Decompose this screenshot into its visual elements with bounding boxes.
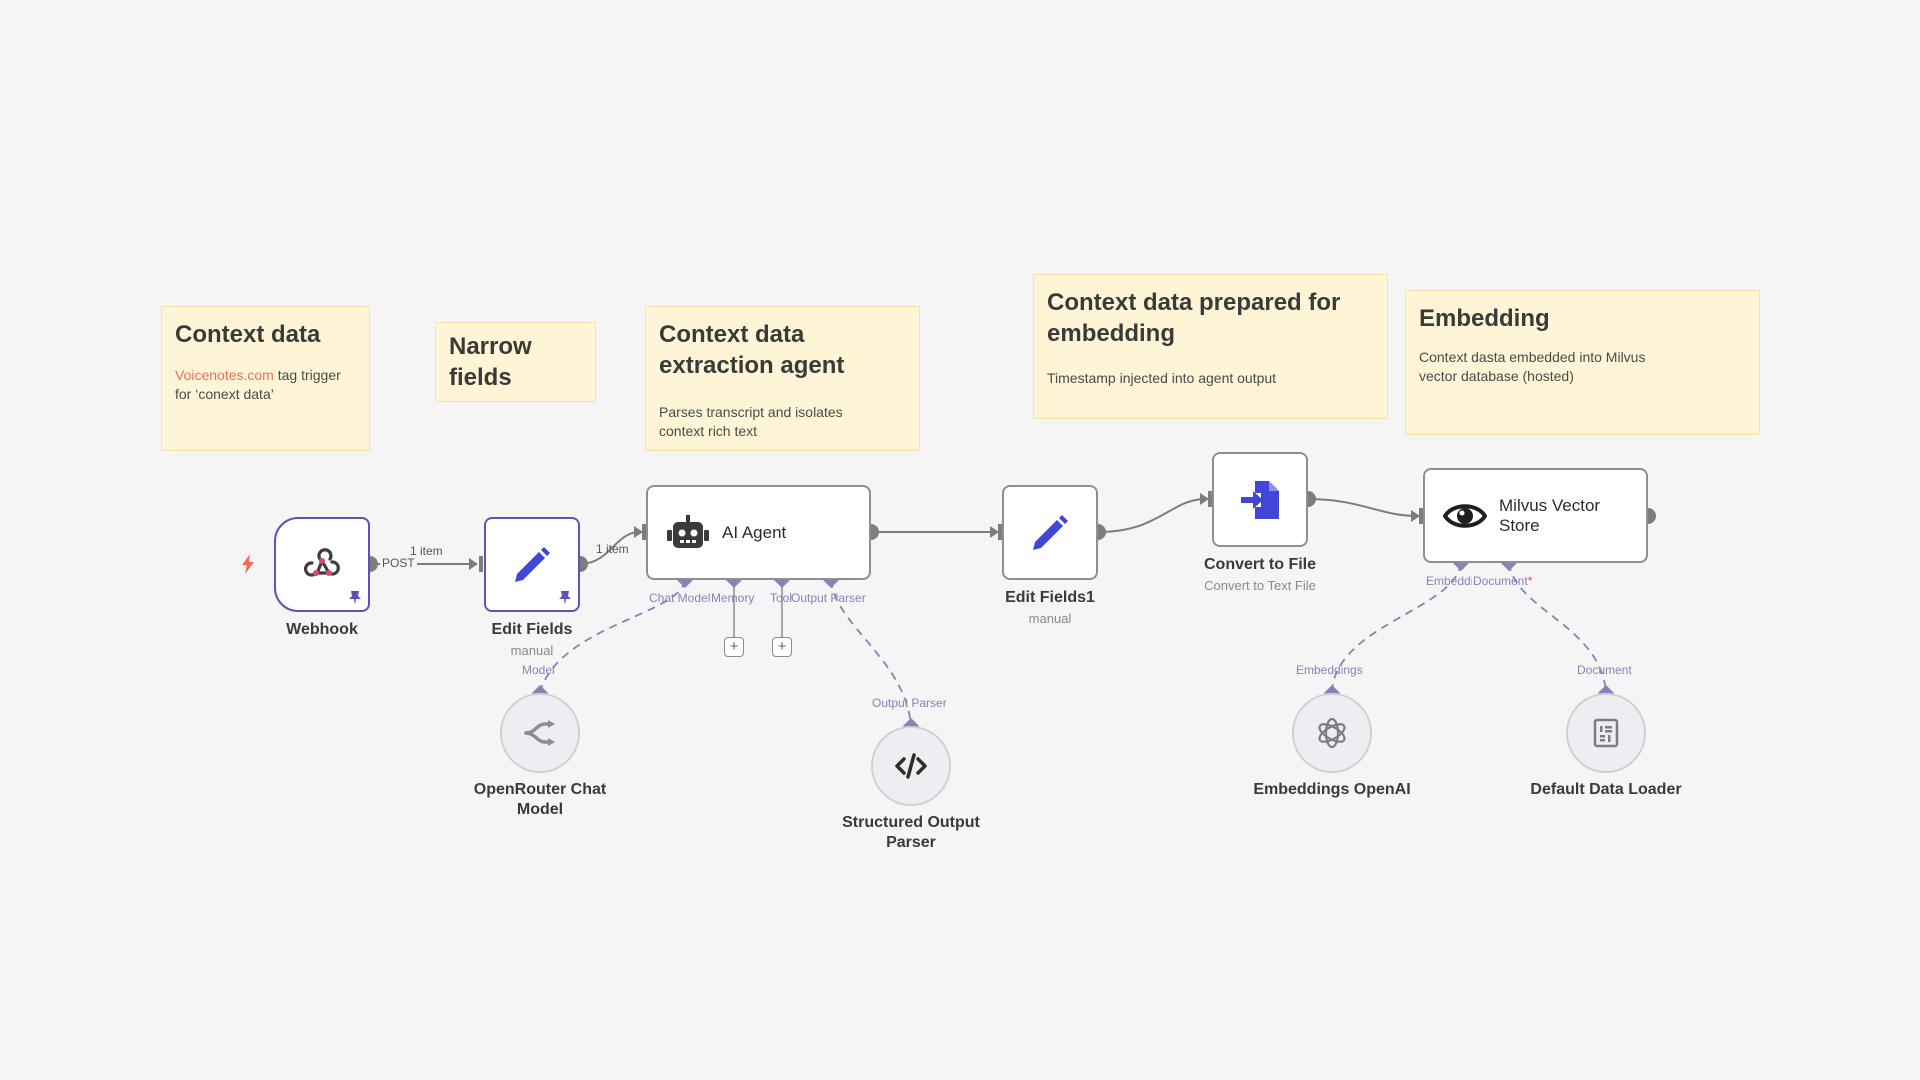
edge-embeddings-milvus xyxy=(1331,562,1462,693)
webhook-icon xyxy=(303,547,340,577)
milvus-title: Milvus Vector Store xyxy=(1499,495,1601,535)
edit-fields1-subtitle: manual xyxy=(1028,611,1072,626)
edit-fields1-node[interactable] xyxy=(1002,485,1098,580)
edge-parser-agent xyxy=(830,579,912,726)
edit-fields1-label: Edit Fields1 xyxy=(1005,589,1095,606)
embeddings-openai-label: Embeddings OpenAI xyxy=(1253,781,1411,798)
edge-item-count: 1 item xyxy=(410,544,443,558)
agent-tool-label: Tool xyxy=(770,591,793,605)
parser-input-label: Output Parser xyxy=(872,696,947,710)
pencil-icon xyxy=(515,546,550,582)
openrouter-icon xyxy=(524,720,555,746)
edge-editfields1-convert xyxy=(1097,498,1207,533)
voicenotes-link[interactable]: Voicenotes.com xyxy=(175,367,274,383)
default-data-loader-node[interactable] xyxy=(1566,693,1646,773)
embeddings-input-label: Embeddings xyxy=(1296,663,1363,677)
document-label-text: Document xyxy=(1473,574,1528,588)
pin-icon xyxy=(559,591,571,605)
document-input-label: Document xyxy=(1577,663,1632,677)
parser-label: Structured Output Parser xyxy=(842,814,980,851)
agent-chat-model-label: Chat Model xyxy=(649,591,711,605)
edge-editfields-agent xyxy=(579,531,641,565)
convert-to-file-label: Convert to File xyxy=(1203,556,1317,573)
openai-icon xyxy=(1318,717,1346,749)
add-memory-button[interactable]: + xyxy=(724,637,744,657)
embeddings-openai-node[interactable] xyxy=(1292,693,1372,773)
required-marker: * xyxy=(1527,574,1533,588)
edge-model-agent xyxy=(539,579,686,693)
convert-to-file-node[interactable] xyxy=(1212,452,1308,547)
openrouter-label: OpenRouter Chat Model xyxy=(473,781,607,818)
sticky-body: Parses transcript and isolates context r… xyxy=(659,404,843,439)
ai-agent-node[interactable]: AI Agent xyxy=(646,485,871,580)
agent-output-parser-label: Output Parser xyxy=(791,591,866,605)
sticky-body: Timestamp injected into agent output xyxy=(1047,370,1277,386)
structured-output-parser-node[interactable] xyxy=(871,726,951,806)
sticky-context-data[interactable]: Context data Voicenotes.com tag trigger … xyxy=(161,306,370,451)
sticky-narrow-fields[interactable]: Narrow fields xyxy=(435,322,596,402)
sticky-embedding[interactable]: Embedding Context dasta embedded into Mi… xyxy=(1405,290,1760,435)
sticky-title: Context data prepared for embedding xyxy=(1047,289,1341,347)
edit-fields-label: Edit Fields xyxy=(491,621,573,638)
document-icon xyxy=(1593,718,1619,748)
edge-method-label: POST xyxy=(380,556,417,570)
edge-item-count: 1 item xyxy=(596,542,629,556)
model-input-label: Model xyxy=(522,663,555,677)
code-icon xyxy=(895,753,927,779)
edge-convert-milvus xyxy=(1307,498,1418,517)
add-tool-button[interactable]: + xyxy=(772,637,792,657)
webhook-node[interactable] xyxy=(274,517,370,612)
openrouter-chat-model-node[interactable] xyxy=(500,693,580,773)
edit-fields-node[interactable] xyxy=(484,517,580,612)
file-import-icon xyxy=(1241,480,1279,519)
sticky-body: Context dasta embedded into Milvus vecto… xyxy=(1419,349,1646,384)
milvus-vector-store-node[interactable]: Milvus Vector Store xyxy=(1423,468,1648,563)
eye-icon xyxy=(1443,503,1487,528)
sticky-title: Narrow fields xyxy=(449,333,532,391)
sticky-title: Embedding xyxy=(1419,305,1550,332)
pencil-icon xyxy=(1033,514,1068,550)
ai-agent-title: AI Agent xyxy=(722,522,787,542)
default-data-loader-label: Default Data Loader xyxy=(1530,781,1682,798)
sticky-title: Context data extraction agent xyxy=(659,321,845,379)
sticky-extraction-agent[interactable]: Context data extraction agent Parses tra… xyxy=(645,306,920,451)
milvus-document-label: Document* xyxy=(1473,574,1532,588)
webhook-label: Webhook xyxy=(286,621,358,638)
sticky-title: Context data xyxy=(175,321,321,348)
edit-fields-subtitle: manual xyxy=(510,643,554,658)
trigger-bolt-icon xyxy=(242,554,254,574)
milvus-embedding-label: Embedding xyxy=(1426,574,1472,588)
sticky-body: tag trigger for ‘conext data’ xyxy=(175,367,341,402)
agent-memory-label: Memory xyxy=(711,591,755,605)
edge-loader-milvus xyxy=(1508,562,1607,693)
pin-icon xyxy=(349,591,361,605)
robot-icon xyxy=(667,514,709,548)
convert-to-file-subtitle: Convert to Text File xyxy=(1204,578,1316,593)
sticky-prepared-embedding[interactable]: Context data prepared for embedding Time… xyxy=(1033,274,1388,419)
